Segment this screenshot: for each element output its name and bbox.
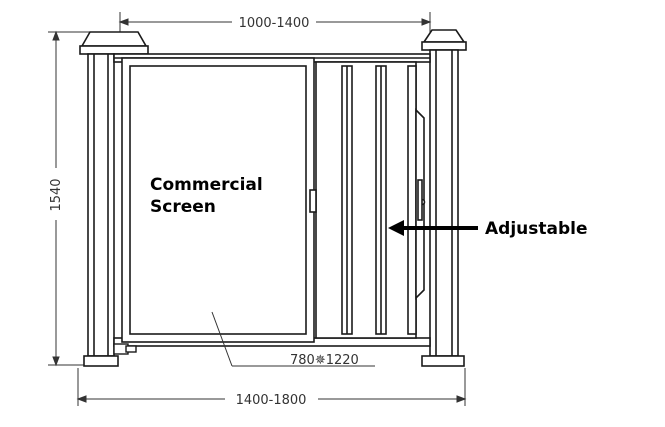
- commercial-screen-label-line1: Commercial: [150, 175, 263, 195]
- bottom-hinge: [113, 343, 137, 355]
- adjustable-label: Adjustable: [485, 219, 588, 239]
- screen-size-leader: [211, 311, 375, 367]
- commercial-screen-label-line2: Screen: [150, 197, 216, 217]
- bottom-width-label: 1400-1800: [236, 393, 307, 408]
- height-label: 1540: [49, 178, 64, 211]
- left-post: [79, 31, 149, 367]
- top-width-label: 1000-1400: [239, 16, 310, 31]
- screen-size-label: 780✵1220: [290, 353, 359, 368]
- adjustable-extension-panel: [315, 61, 417, 339]
- right-post: [421, 29, 467, 367]
- top-width-dimension: [118, 12, 432, 48]
- adjustable-arrow: [388, 220, 478, 236]
- bottom-width-dimension: [76, 368, 467, 406]
- screen-frame: [121, 57, 317, 343]
- latch-handle: [415, 108, 426, 300]
- height-dimension: [48, 30, 90, 367]
